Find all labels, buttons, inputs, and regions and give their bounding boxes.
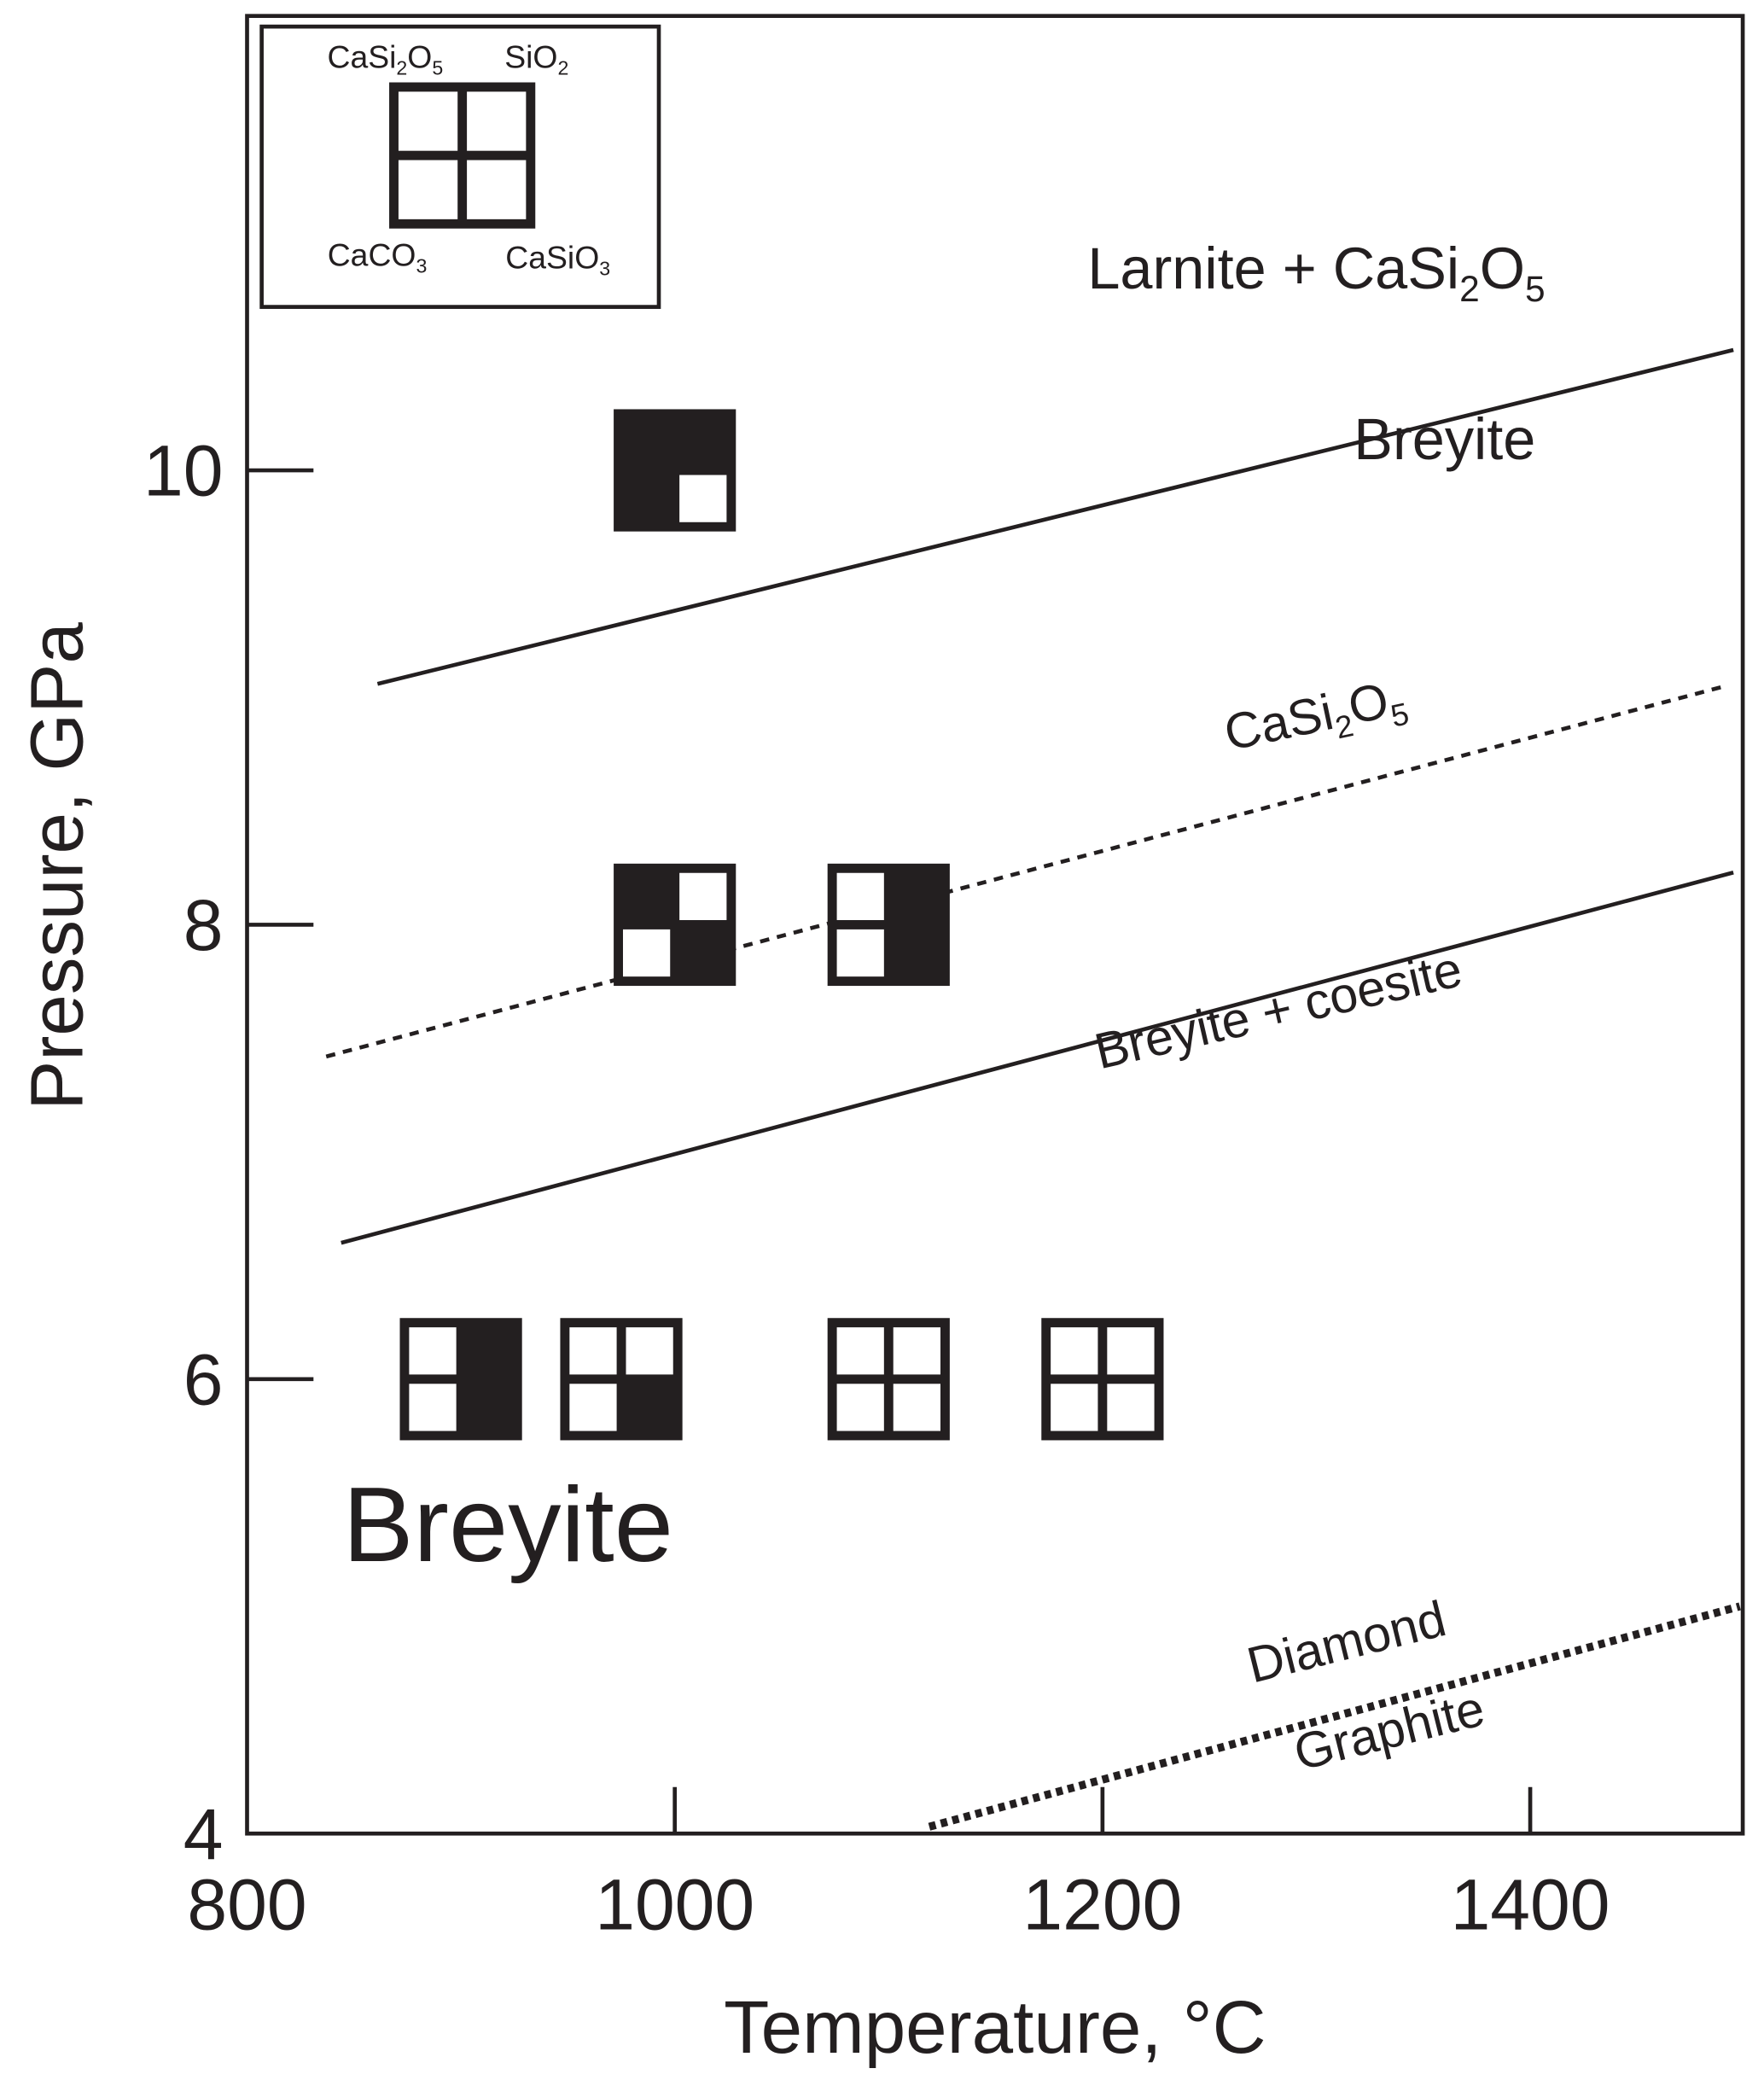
- legend-label: CaCO3: [328, 236, 428, 277]
- field-label: Diamond: [1242, 1589, 1452, 1693]
- field-label: Breyite: [1354, 406, 1535, 472]
- y-tick-label: 4: [183, 1794, 224, 1874]
- symbol-empty-cell: [836, 1327, 884, 1375]
- symbol-empty-cell: [467, 160, 527, 219]
- field-label: CaSi2O5: [1220, 667, 1412, 768]
- field-label: Breyite: [342, 1465, 673, 1584]
- symbol-empty-cell: [1107, 1384, 1155, 1431]
- symbol-empty-cell: [409, 1384, 457, 1431]
- symbol-empty-cell: [569, 1384, 617, 1431]
- symbol-empty-cell: [398, 160, 458, 219]
- symbol-empty-cell: [836, 1384, 884, 1431]
- y-tick-label: 6: [183, 1339, 224, 1419]
- legend-label: CaSiO3: [505, 239, 610, 279]
- x-tick-label: 1200: [1022, 1864, 1182, 1944]
- symbol-empty-cell: [836, 872, 884, 921]
- symbol-empty-cell: [836, 929, 884, 977]
- symbol-empty-cell: [1107, 1327, 1155, 1375]
- symbol-empty-cell: [893, 1327, 940, 1375]
- x-tick-label: 800: [187, 1864, 306, 1944]
- casi2o5-boundary: [325, 684, 1726, 1059]
- data-point-symbol: [614, 863, 736, 987]
- legend-symbol: [389, 82, 536, 229]
- field-label: Graphite: [1289, 1679, 1490, 1781]
- data-point-symbol: [827, 863, 950, 987]
- symbol-empty-cell: [398, 91, 458, 151]
- y-tick-label: 10: [143, 431, 223, 511]
- symbol-empty-cell: [1051, 1327, 1098, 1375]
- symbol-empty-cell: [569, 1327, 617, 1375]
- data-point-symbol: [560, 1318, 683, 1441]
- x-tick-label: 1400: [1451, 1864, 1610, 1944]
- field-label: Larnite + CaSi2O5: [1087, 236, 1545, 309]
- data-points: [399, 409, 1164, 1441]
- symbol-empty-cell: [1051, 1384, 1098, 1431]
- axes-ticks: 800 1000 1200 1400 4 6 8 10: [143, 431, 1610, 1945]
- legend-label: CaSi2O5: [327, 38, 443, 79]
- x-tick-label: 1000: [595, 1864, 754, 1944]
- symbol-empty-cell: [622, 929, 671, 977]
- larnite-casi2o5-breyite-boundary: [376, 347, 1734, 686]
- symbol-empty-cell: [893, 1384, 940, 1431]
- breyite-coesite-boundary: [341, 870, 1734, 1245]
- data-point-symbol: [1041, 1318, 1164, 1441]
- x-axis-label: Temperature, °C: [724, 1986, 1266, 2069]
- symbol-empty-cell: [626, 1327, 673, 1375]
- data-point-symbol: [614, 409, 736, 532]
- boundary-lines: [325, 347, 1741, 1831]
- symbol-empty-cell: [679, 872, 727, 921]
- y-tick-label: 8: [183, 885, 224, 965]
- diamond-graphite-boundary: [928, 1602, 1741, 1831]
- data-point-symbol: [399, 1318, 522, 1441]
- y-axis-label: Pressure, GPa: [16, 622, 99, 1110]
- data-point-symbol: [827, 1318, 950, 1441]
- legend-label: SiO2: [504, 38, 568, 79]
- symbol-empty-cell: [409, 1327, 457, 1375]
- field-label: Breyite + coesite: [1089, 940, 1467, 1080]
- symbol-empty-cell: [679, 475, 727, 522]
- symbol-empty-cell: [467, 91, 527, 151]
